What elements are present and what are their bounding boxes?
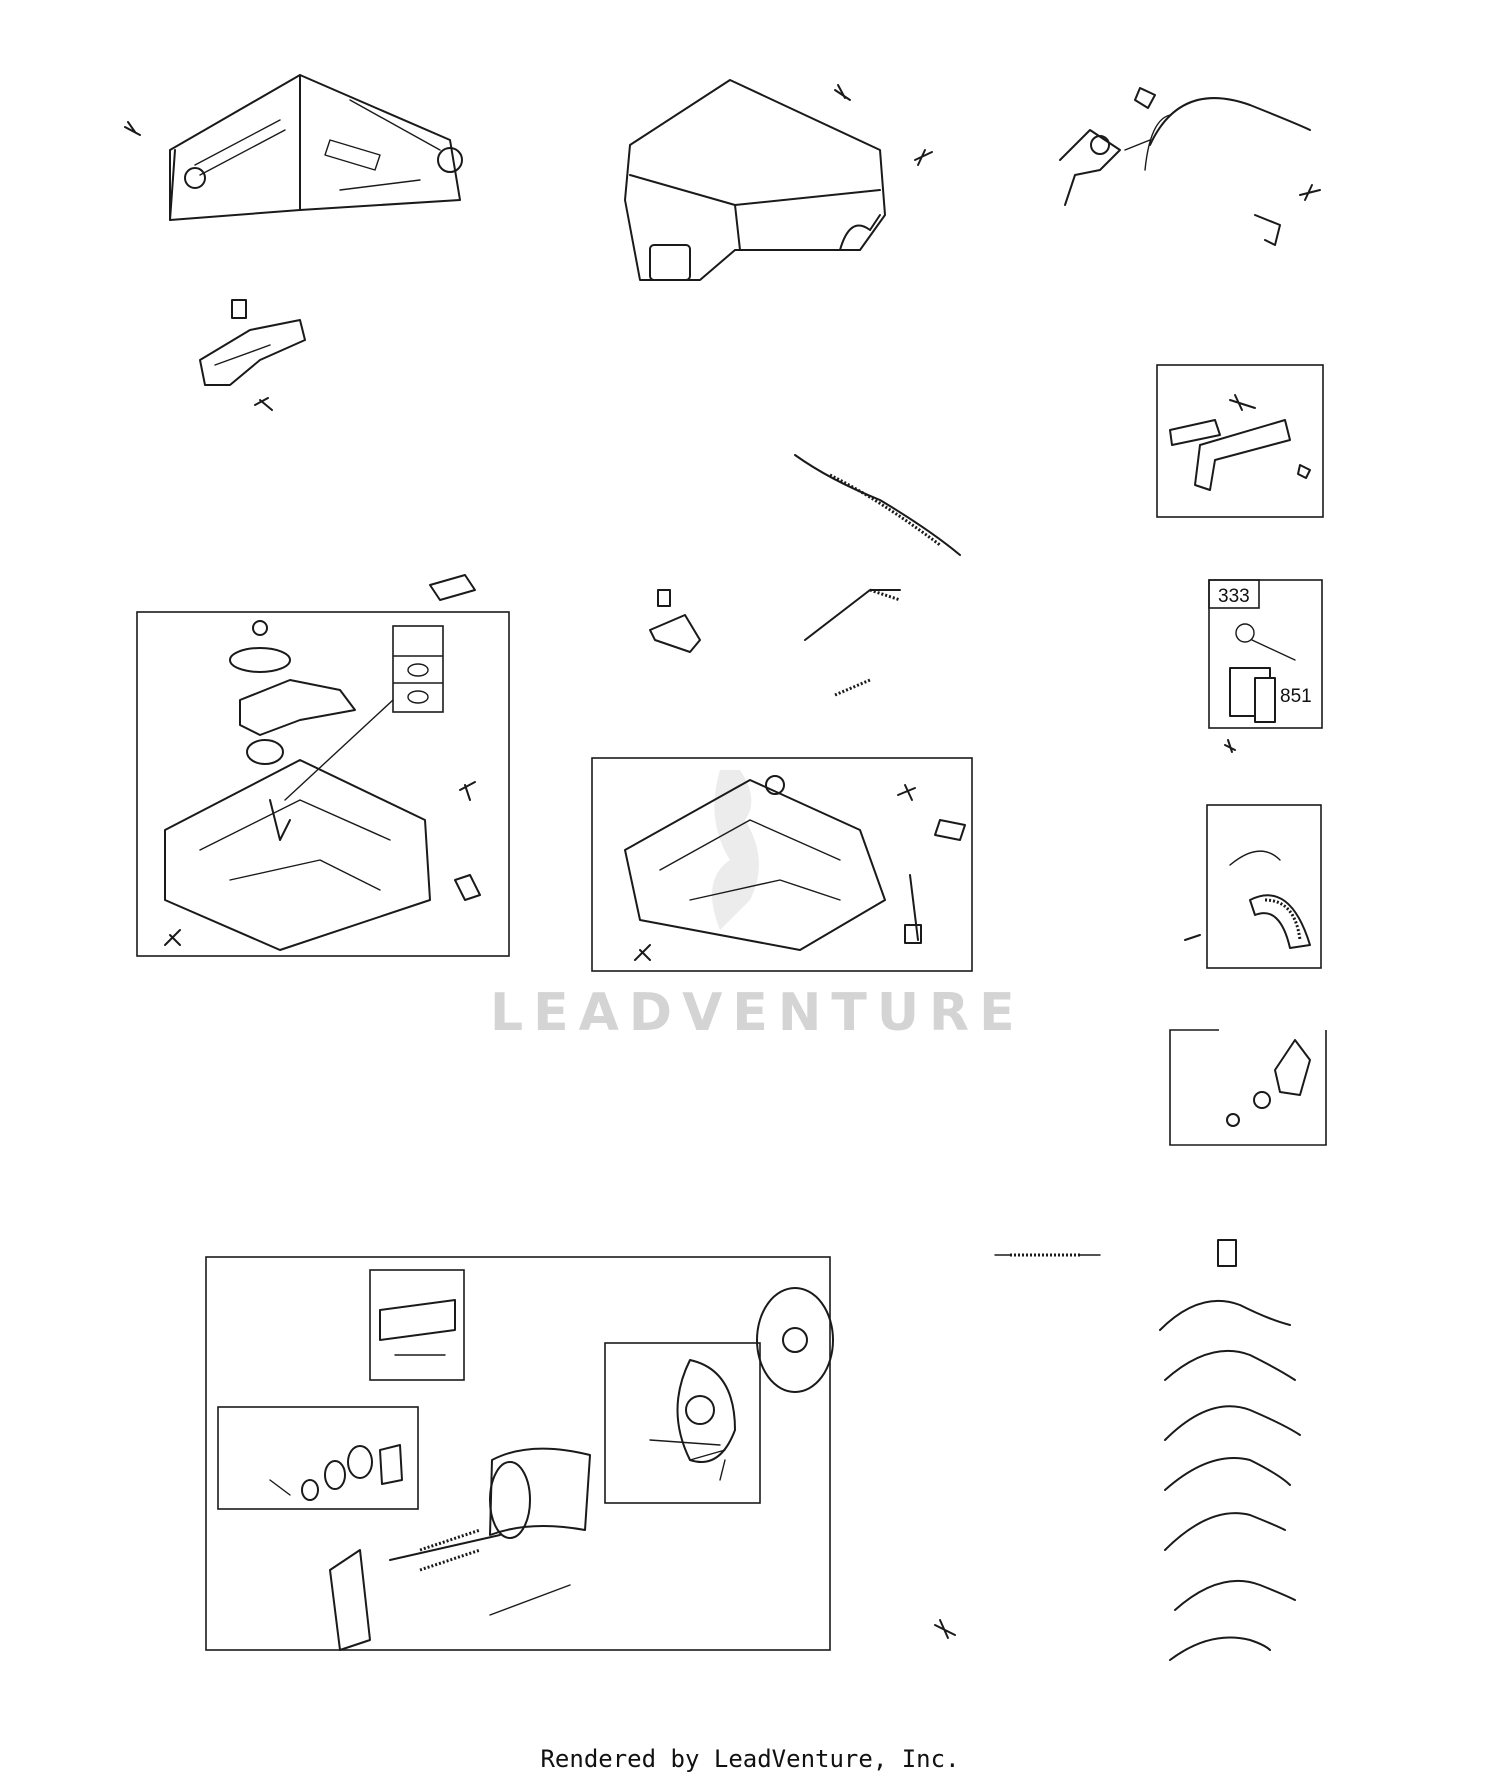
brake-box[interactable] <box>1169 1029 1327 1146</box>
blower-housing[interactable] <box>624 79 886 281</box>
wiring-harness-5[interactable] <box>1164 1512 1286 1551</box>
wiring-harness-3[interactable] <box>1164 1405 1301 1441</box>
lever-kit-box[interactable] <box>1156 364 1324 518</box>
control-base-box[interactable] <box>591 757 973 972</box>
control-panel-box[interactable] <box>136 611 510 957</box>
screw-part[interactable] <box>124 121 141 136</box>
wiring-harness-4[interactable] <box>1164 1457 1291 1491</box>
wiring-harness-7[interactable] <box>1169 1636 1271 1661</box>
footer-credit: Rendered by LeadVenture, Inc. <box>540 1745 960 1773</box>
harness-connector[interactable] <box>1217 1239 1237 1267</box>
callout-333: 333 <box>1218 586 1250 607</box>
watermark-text: LEADVENTURE <box>490 983 1025 1043</box>
throttle-control-cable[interactable] <box>1059 87 1321 246</box>
screw-part[interactable] <box>834 84 851 101</box>
control-bracket[interactable] <box>169 74 463 221</box>
solenoid-box[interactable]: 333 851 <box>1208 579 1323 753</box>
screw-part[interactable] <box>914 149 933 166</box>
callout-851: 851 <box>1280 686 1312 707</box>
governor-link[interactable] <box>794 454 961 556</box>
alternator-box[interactable] <box>1184 804 1322 969</box>
watermark: LEADVENTURE <box>490 770 1025 1043</box>
clip-part[interactable] <box>429 574 476 601</box>
wiring-harness-1[interactable] <box>1159 1299 1291 1331</box>
starter-motor-box[interactable] <box>205 1256 834 1651</box>
screw-part[interactable] <box>934 1619 956 1639</box>
governor-spring[interactable] <box>649 588 901 697</box>
wiring-harness-2[interactable] <box>1164 1349 1296 1381</box>
wiring-harness-6[interactable] <box>1174 1579 1296 1611</box>
throttle-plate[interactable] <box>199 299 306 411</box>
